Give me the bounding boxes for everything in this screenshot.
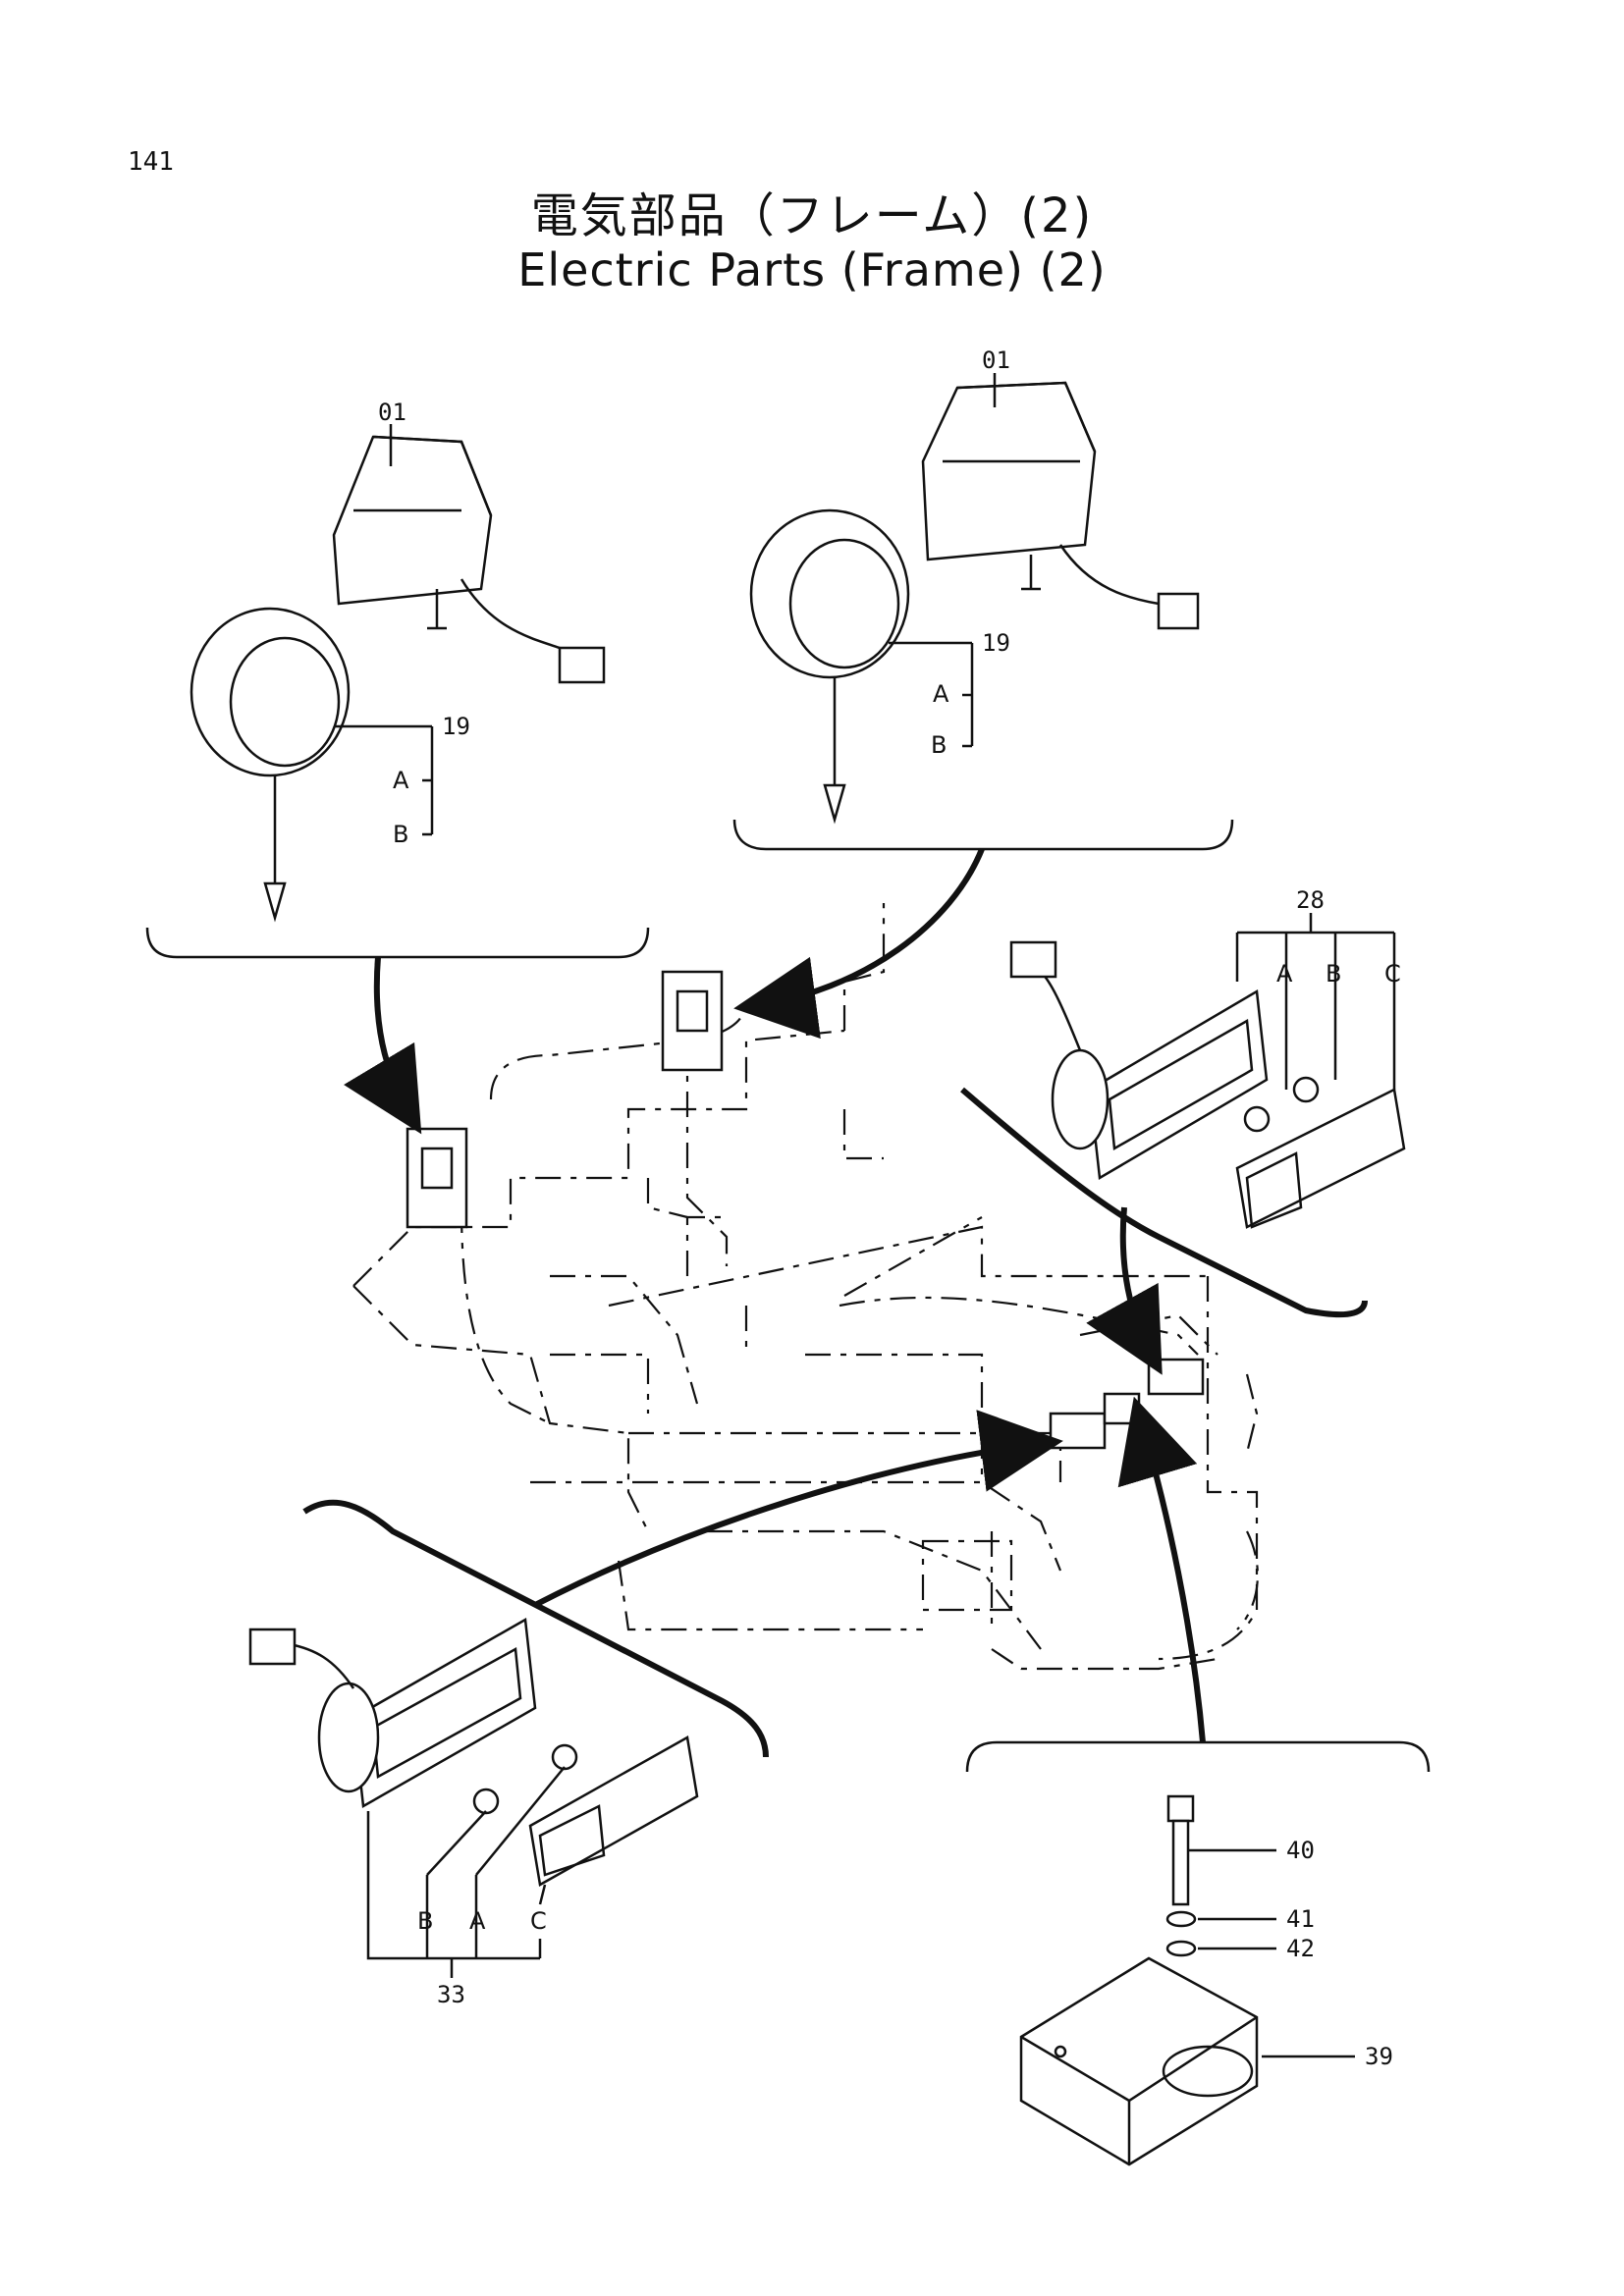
callout-01-left: 01 [378, 399, 406, 426]
callout-C-rear-left: C [530, 1907, 547, 1935]
page-number: 141 [128, 147, 174, 177]
rear-lamp-housing-right [1088, 988, 1269, 1181]
callout-A-rear-left: A [469, 1907, 486, 1935]
arrow-right-lamp [733, 847, 985, 1040]
connector-left [558, 646, 606, 684]
lamp-wire-right [1058, 544, 1160, 606]
bulb-B-left [472, 1788, 500, 1815]
rear-lamp-frame-right [1147, 1358, 1205, 1396]
lens-rear-left [528, 1735, 699, 1887]
arrow-left-lamp [344, 956, 422, 1135]
rear-lamp-frame-left [1049, 1412, 1107, 1450]
round-lamp-right [749, 508, 910, 679]
connector-rear-right [1009, 940, 1057, 979]
callout-B-left: B [393, 821, 408, 848]
machine-frame [352, 903, 1259, 1671]
connector-right [1157, 592, 1200, 630]
washer-41 [1165, 1910, 1197, 1928]
rear-lamp-frame-mid [1103, 1392, 1141, 1425]
callout-33: 33 [437, 1981, 465, 2008]
arrow-rear-left [533, 1410, 1063, 1608]
round-lamp-left [189, 607, 351, 777]
arrow-rear-right [1086, 1206, 1163, 1375]
page-title-english: Electric Parts (Frame) (2) [517, 243, 1107, 296]
bulb-B-right [1292, 1076, 1320, 1103]
connector-rear-left [248, 1628, 297, 1666]
arrow-guard [1117, 1396, 1206, 1743]
rear-lamp-right-group: 28 A B C [960, 886, 1406, 1318]
callout-28: 28 [1296, 886, 1325, 914]
bulb-A-left [551, 1743, 578, 1771]
callout-19-left: 19 [442, 713, 470, 740]
callout-C-rear-right: C [1384, 960, 1401, 988]
callout-42: 42 [1286, 1935, 1315, 1962]
callout-40: 40 [1286, 1837, 1315, 1864]
lamp-guard-group: 40 41 42 39 [965, 1740, 1431, 2166]
work-lamp-right-group: 01 19 A B [732, 347, 1234, 851]
callout-B-right: B [931, 731, 947, 759]
callout-39: 39 [1365, 2043, 1393, 2070]
callout-41: 41 [1286, 1905, 1315, 1933]
bolt-shank [1171, 1819, 1190, 1906]
callout-A-rear-right: A [1276, 960, 1293, 988]
lamp-wire-left [460, 578, 580, 660]
lamp-housing-right [921, 381, 1097, 561]
lamp-housing-left [332, 435, 493, 606]
callout-01-right: 01 [982, 347, 1010, 374]
callout-B-rear-right: B [1326, 960, 1341, 988]
callout-19-right: 19 [982, 629, 1010, 657]
lamp-mount-right [661, 970, 724, 1072]
rear-lamp-housing-left [352, 1617, 537, 1809]
callout-A-left: A [393, 767, 409, 794]
rear-lamp-left-group: B A C 33 [248, 1499, 769, 2008]
page-title-japanese: 電気部品（フレーム）(2) [530, 188, 1094, 243]
lamp-guard-box [1019, 1956, 1259, 2166]
work-lamp-left-group: 01 19 A B [145, 399, 650, 959]
washer-42 [1165, 1940, 1197, 1957]
callout-B-rear-left: B [417, 1907, 433, 1935]
bolt-head [1166, 1794, 1195, 1823]
callout-A-right: A [933, 680, 949, 708]
lamp-mount-left [406, 1127, 468, 1229]
bulb-A-right [1243, 1105, 1271, 1133]
lens-rear-right [1235, 1088, 1406, 1229]
